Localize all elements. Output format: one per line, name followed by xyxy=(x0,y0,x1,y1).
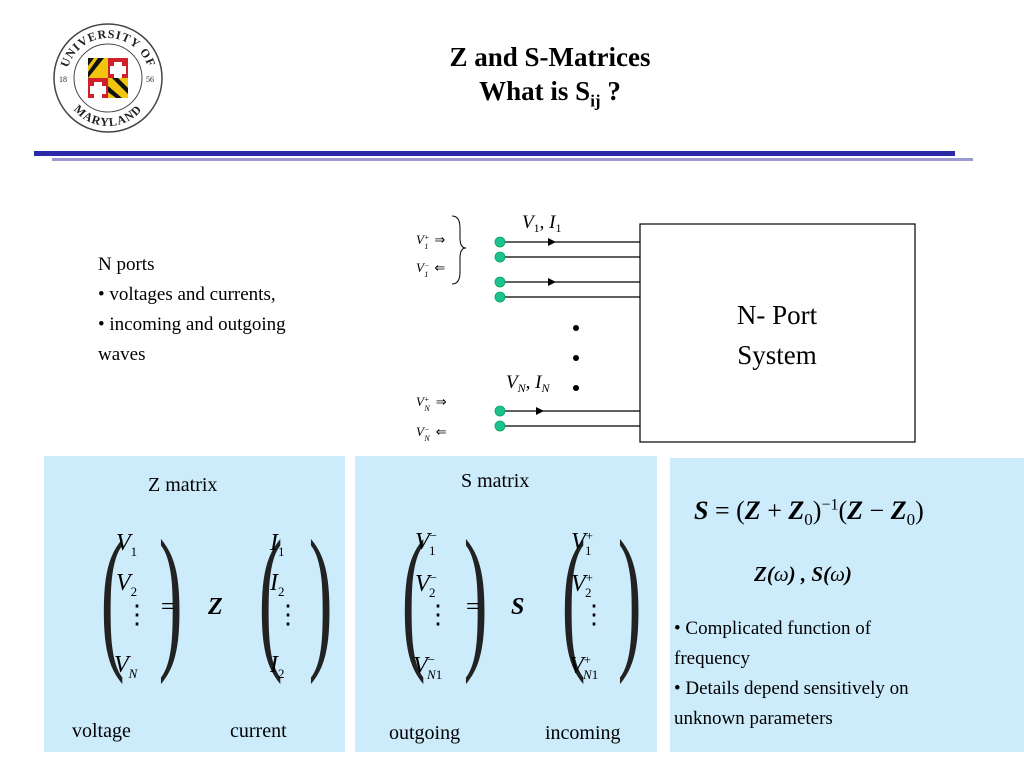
svg-text:V−1⇐: V−1⇐ xyxy=(416,260,445,279)
s-left-label: outgoing xyxy=(389,722,461,744)
header-rule-light xyxy=(52,158,973,161)
port-terminal-icon xyxy=(494,236,506,248)
logo-year-left: 18 xyxy=(59,75,67,84)
arrow-icon xyxy=(548,238,556,246)
s-matrix-panel: S matrix ( ) V−1 V−2 ⋮ V−N1 = S ( ) V+1 … xyxy=(355,456,657,752)
port-desc-line-4: waves xyxy=(98,344,146,365)
port-desc-line-2: • voltages and currents, xyxy=(98,284,276,305)
s-formula-panel: S = (Z + Z0)−1(Z − Z0) Z(ω) , S(ω) • Com… xyxy=(670,458,1024,752)
z-left-label: voltage xyxy=(72,720,131,742)
z-panel-title: Z matrix xyxy=(148,474,218,496)
arrow-icon xyxy=(536,407,544,415)
note-2-line-1: • Details depend sensitively on xyxy=(674,678,909,699)
port-desc-line-1: N ports xyxy=(98,254,155,275)
port-terminal-icon xyxy=(494,251,506,263)
logo-year-right: 56 xyxy=(146,75,154,84)
port-terminal-icon xyxy=(494,291,506,303)
n-port-label-1: N- Port xyxy=(737,300,818,330)
s-formula: S = (Z + Z0)−1(Z − Z0) xyxy=(694,496,924,530)
n-port-diagram: V+1⇒ V−1⇐ V+N⇒ V−N⇐ V1, I1 VN, IN N- Por… xyxy=(416,212,916,443)
title-line-1: Z and S-Matrices xyxy=(449,42,651,72)
svg-text:V1, I1: V1, I1 xyxy=(522,212,561,235)
slide-title: Z and S-Matrices What is Sij ? xyxy=(0,40,1024,118)
arrow-icon xyxy=(548,278,556,286)
n-port-box xyxy=(639,223,916,443)
port-terminal-icon xyxy=(494,420,506,432)
university-seal-logo: UNIVERSITY OF MARYLAND 18 56 xyxy=(53,23,163,133)
svg-text:VN, IN: VN, IN xyxy=(506,372,550,395)
port-desc-line-3: • incoming and outgoing xyxy=(98,314,286,335)
s-right-label: incoming xyxy=(545,722,621,744)
title-line-2: What is Sij ? xyxy=(479,76,621,111)
svg-text:V−N⇐: V−N⇐ xyxy=(416,424,447,443)
port-terminal-icon xyxy=(494,276,506,288)
note-1-line-1: • Complicated function of xyxy=(674,618,872,639)
frequency-functions: Z(ω) , S(ω) xyxy=(754,562,852,586)
z-operator: Z xyxy=(208,594,223,620)
formula-notes: • Complicated function of frequency • De… xyxy=(674,614,1022,734)
svg-text:V+N⇒: V+N⇒ xyxy=(416,394,447,413)
n-port-label-2: System xyxy=(737,340,817,370)
port-terminal-icon xyxy=(494,405,506,417)
z-right-label: current xyxy=(230,720,287,742)
s-operator: S xyxy=(511,594,525,620)
z-matrix-panel: Z matrix ( ) V1 V2 ⋮ VN = Z ( ) I1 I2 ⋮ … xyxy=(44,456,345,752)
note-1-line-2: frequency xyxy=(674,648,750,669)
header-rule-dark xyxy=(34,151,955,156)
note-2-line-2: unknown parameters xyxy=(674,708,833,729)
svg-text:V+1⇒: V+1⇒ xyxy=(416,232,445,251)
s-panel-title: S matrix xyxy=(461,470,530,492)
port-description: N ports • voltages and currents, • incom… xyxy=(98,250,368,370)
seal-shield-icon xyxy=(88,58,128,98)
